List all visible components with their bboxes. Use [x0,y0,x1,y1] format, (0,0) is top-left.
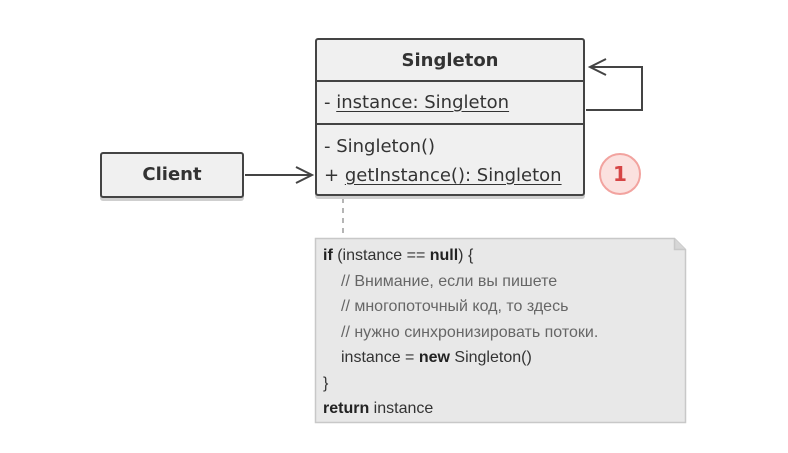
code-text: (instance == [332,247,430,264]
method-row: + getInstance(): Singleton [324,161,583,190]
method-visibility: + [324,165,345,186]
code-keyword: new [418,349,450,366]
code-line: // нужно синхронизировать потоки. [323,320,678,346]
code-text: ) { [458,247,474,264]
class-fields: - instance: Singleton [317,82,583,125]
code-comment: // нужно синхронизировать потоки. [341,323,599,341]
step-number-badge: 1 [599,153,641,195]
code-text: instance = [341,349,419,366]
code-line: instance = new Singleton() [323,345,678,371]
client-dependency-arrowhead [295,166,315,184]
code-keyword: return [323,400,370,417]
note-fold [673,238,686,251]
class-name: Singleton [317,40,583,82]
code-line: // многопоточный код, то здесь [323,294,678,320]
code-comment: // Внимание, если вы пишете [341,272,558,290]
code-text: Singleton() [449,349,532,366]
class-methods: - Singleton() + getInstance(): Singleton [317,125,583,190]
code-text: instance [369,400,434,417]
field-visibility: - [324,92,337,113]
code-note: if (instance == null) { // Внимание, если… [315,238,686,423]
method-row: - Singleton() [324,132,583,161]
singleton-class-box: Singleton - instance: Singleton - Single… [315,38,585,196]
self-association-arrowhead [587,58,607,76]
method-visibility: - [324,136,337,157]
code-comment: // многопоточный код, то здесь [341,298,569,315]
client-name: Client [142,164,202,185]
code-line: // Внимание, если вы пишете [323,269,678,295]
code-keyword: if [323,247,333,264]
client-class-box: Client [100,152,244,198]
self-association-line [586,66,643,111]
field-instance: instance: Singleton [336,92,510,113]
code-keyword: null [429,247,459,264]
code-line: } [323,371,678,397]
note-shape [314,237,687,424]
method-constructor: Singleton() [336,136,436,157]
code-line: if (instance == null) { [323,243,678,269]
method-get-instance: getInstance(): Singleton [344,165,562,186]
code-line: return instance [323,396,678,422]
code-text: } [323,374,329,392]
